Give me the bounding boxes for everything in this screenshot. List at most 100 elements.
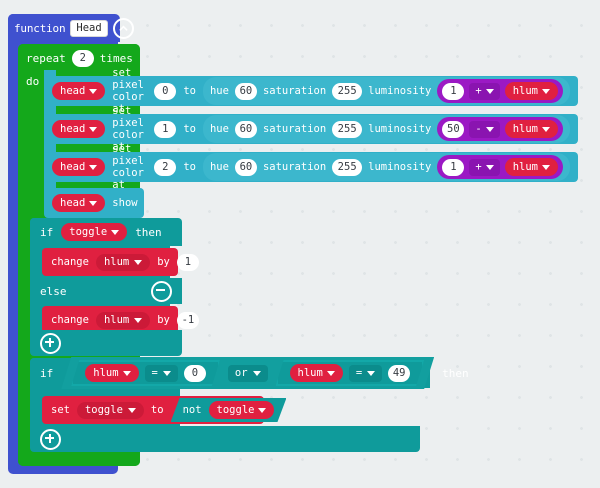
repeat-block-header[interactable]: repeat 2 times [18, 44, 140, 72]
arithmetic-block[interactable]: 50 - hlum [437, 117, 563, 141]
saturation-label: saturation [262, 123, 327, 135]
chevron-down-icon[interactable] [485, 164, 494, 170]
function-name-field[interactable]: Head [70, 19, 108, 37]
arithmetic-block[interactable]: 1 + hlum [437, 79, 563, 103]
chevron-down-icon[interactable] [89, 126, 98, 132]
comparison-block-left[interactable]: hlum = 0 [71, 360, 220, 386]
variable-label: hlum [93, 367, 119, 379]
chevron-down-icon[interactable] [89, 88, 98, 94]
by-label: by [157, 314, 170, 326]
minus-circle-icon[interactable] [151, 280, 172, 302]
chevron-down-icon[interactable] [542, 126, 550, 132]
chevron-down-icon[interactable] [134, 259, 143, 265]
variable-dropdown-toggle[interactable]: toggle [76, 401, 144, 419]
to-label: to [150, 404, 164, 416]
operand-left-field[interactable]: 1 [442, 158, 465, 176]
then-keyword: then [135, 225, 162, 239]
hue-label: hue [209, 123, 229, 135]
chevron-down-icon[interactable] [542, 88, 550, 94]
repeat-count-field[interactable]: 2 [71, 49, 94, 67]
target-dropdown-head[interactable]: head [52, 194, 106, 212]
target-label: head [60, 85, 86, 97]
chevron-down-icon[interactable] [258, 408, 266, 413]
chevron-down-icon[interactable] [485, 88, 494, 94]
pixel-index-field[interactable]: 1 [154, 120, 177, 138]
chevron-down-icon[interactable] [123, 371, 131, 376]
saturation-label: saturation [262, 161, 327, 173]
pixel-index-field[interactable]: 0 [154, 82, 177, 100]
or-boolean-block[interactable]: hlum = 0 or hlum = [61, 357, 434, 389]
operator-dropdown[interactable]: + [469, 82, 500, 100]
plus-circle-icon[interactable] [40, 332, 61, 354]
set-pixel-color-row[interactable]: head set pixel color at 0 to hue 60 satu… [44, 67, 578, 115]
operator-dropdown[interactable]: + [469, 158, 500, 176]
target-dropdown-head[interactable]: head [52, 158, 106, 176]
comparison-value-field[interactable]: 49 [388, 365, 410, 382]
chevron-down-icon[interactable] [327, 371, 335, 376]
chevron-down-icon[interactable] [253, 371, 261, 376]
variable-dropdown-hlum[interactable]: hlum [95, 311, 151, 329]
set-variable-statement[interactable]: set toggle to not toggle [42, 396, 264, 424]
pixel-index-field[interactable]: 2 [154, 158, 177, 176]
plus-circle-icon[interactable] [40, 428, 61, 450]
saturation-field[interactable]: 255 [332, 120, 363, 138]
comparison-operator-dropdown[interactable]: = [145, 365, 178, 382]
change-keyword: change [51, 256, 89, 268]
variable-pill-toggle[interactable]: toggle [209, 401, 275, 419]
if-block-2-header[interactable]: if hlum = 0 or hlum [30, 358, 469, 388]
saturation-field[interactable]: 255 [332, 82, 363, 100]
function-block-header[interactable]: function Head [8, 14, 134, 42]
variable-label: toggle [84, 403, 123, 416]
operand-left-field[interactable]: 50 [442, 120, 465, 138]
repeat-keyword: repeat [26, 51, 66, 65]
variable-pill-hlum[interactable]: hlum [85, 364, 138, 382]
operand-left-field[interactable]: 1 [442, 82, 465, 100]
chevron-down-icon[interactable] [367, 371, 375, 376]
chevron-down-icon[interactable] [111, 229, 120, 235]
comparison-operator-dropdown[interactable]: = [349, 365, 382, 382]
not-boolean-block[interactable]: not toggle [171, 398, 287, 422]
variable-dropdown-hlum[interactable]: hlum [95, 253, 151, 271]
chevron-up-icon[interactable] [112, 17, 134, 39]
hue-field[interactable]: 60 [234, 158, 257, 176]
condition-variable-toggle[interactable]: toggle [61, 223, 128, 241]
chevron-down-icon[interactable] [89, 200, 98, 206]
color-args-group: hue 60 saturation 255 luminosity 1 + hlu… [202, 77, 570, 105]
else-keyword: else [40, 284, 67, 298]
set-pixel-color-row[interactable]: head set pixel color at 2 to hue 60 satu… [44, 143, 578, 191]
change-variable-statement[interactable]: change hlum by 1 [42, 248, 199, 276]
set-pixel-color-row[interactable]: head set pixel color at 1 to hue 60 satu… [44, 105, 578, 153]
variable-pill-hlum[interactable]: hlum [504, 158, 558, 176]
if-block-header[interactable]: if toggle then [30, 218, 182, 246]
variable-pill-hlum[interactable]: hlum [504, 82, 558, 100]
target-label: head [60, 161, 86, 173]
hue-field[interactable]: 60 [234, 120, 257, 138]
comparison-value-field[interactable]: 0 [184, 365, 206, 382]
change-amount-field[interactable]: -1 [176, 311, 199, 329]
comparison-block-right[interactable]: hlum = 49 [276, 360, 425, 386]
variable-pill-hlum[interactable]: hlum [290, 364, 343, 382]
chevron-down-icon[interactable] [89, 164, 98, 170]
chevron-down-icon[interactable] [127, 407, 136, 413]
operator-dropdown[interactable]: - [469, 120, 500, 138]
chevron-down-icon[interactable] [485, 126, 494, 132]
chevron-down-icon[interactable] [134, 317, 143, 323]
else-row[interactable]: else [30, 278, 182, 304]
target-dropdown-head[interactable]: head [52, 82, 106, 100]
variable-label: hlum [512, 123, 538, 135]
or-operator-dropdown[interactable]: or [228, 365, 268, 382]
hue-field[interactable]: 60 [234, 82, 257, 100]
change-amount-field[interactable]: 1 [176, 253, 199, 271]
change-variable-statement[interactable]: change hlum by -1 [42, 306, 199, 334]
luminosity-label: luminosity [368, 85, 432, 97]
chevron-down-icon[interactable] [542, 164, 550, 170]
saturation-field[interactable]: 255 [332, 158, 363, 176]
operator-symbol: = [151, 366, 158, 379]
operator-symbol: + [475, 84, 482, 97]
target-dropdown-head[interactable]: head [52, 120, 106, 138]
arithmetic-block[interactable]: 1 + hlum [437, 155, 563, 179]
variable-pill-hlum[interactable]: hlum [504, 120, 558, 138]
chevron-down-icon[interactable] [163, 371, 171, 376]
head-show-row[interactable]: head show [44, 188, 144, 218]
